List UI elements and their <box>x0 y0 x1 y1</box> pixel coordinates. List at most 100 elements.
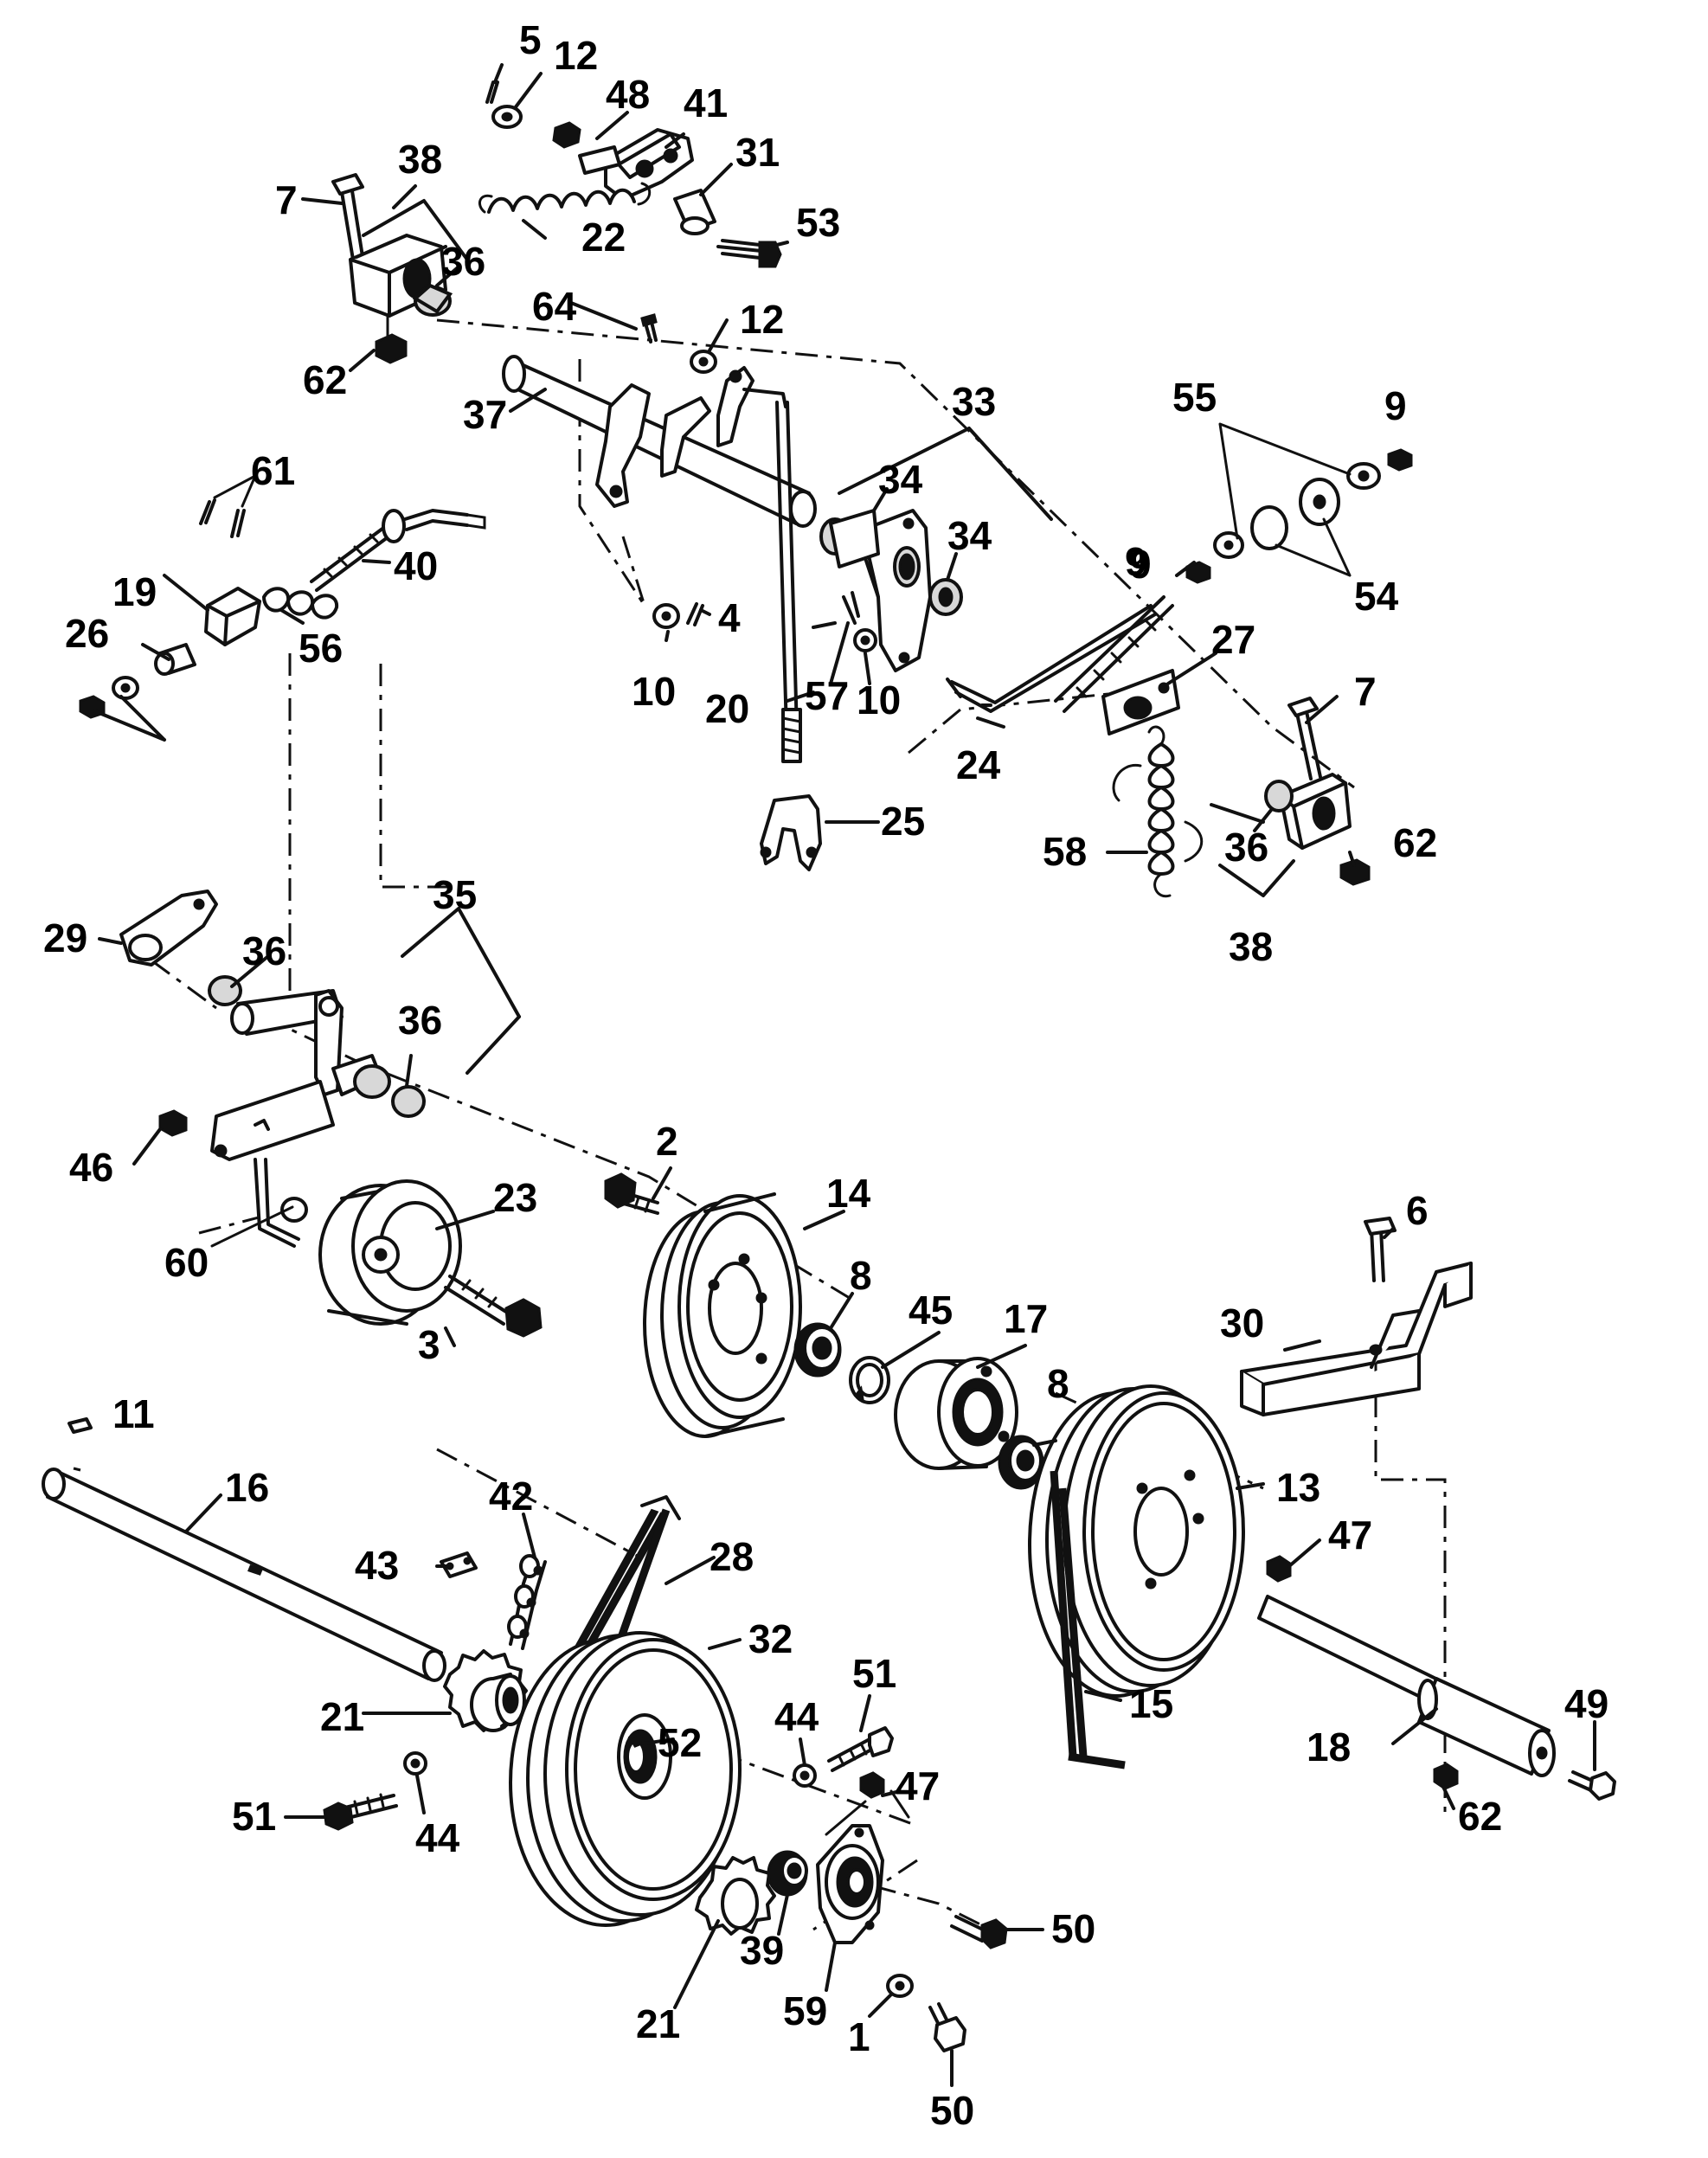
nut-46 <box>158 1109 188 1137</box>
callout-15: 15 <box>1129 1681 1173 1726</box>
callout-36: 36 <box>242 928 286 973</box>
callout-46: 46 <box>69 1145 113 1190</box>
left-hardware <box>79 474 704 719</box>
shaft-arm-37c <box>716 366 754 447</box>
callout-39: 39 <box>740 1928 784 1973</box>
idler-arm-35 <box>158 975 426 1248</box>
spring-58 <box>1112 725 1204 898</box>
callout-1: 1 <box>848 2014 870 2059</box>
nut-47-lower <box>825 1771 910 1836</box>
nut-9-mid <box>1185 561 1211 584</box>
callout-31: 31 <box>735 130 780 175</box>
upper-link-group <box>478 80 782 268</box>
callout-44: 44 <box>774 1694 819 1739</box>
callout-8: 8 <box>850 1253 872 1298</box>
rod-24 <box>946 604 1157 713</box>
callout-19: 19 <box>112 569 157 614</box>
bolt-6 <box>1370 1227 1385 1282</box>
callout-47: 47 <box>1328 1513 1372 1557</box>
callout-50: 50 <box>1051 1906 1095 1951</box>
nut-48 <box>552 121 581 149</box>
cotter-pin-5 <box>485 80 499 104</box>
pulley-32 <box>509 1631 742 1927</box>
pulley-13 <box>1028 1384 1245 1698</box>
callout-36: 36 <box>1224 825 1268 870</box>
callout-38: 38 <box>398 137 442 182</box>
pulley-14 <box>604 1172 802 1438</box>
callout-24: 24 <box>956 742 1001 787</box>
bracket-30 <box>1240 1217 1473 1416</box>
callout-45: 45 <box>909 1288 953 1333</box>
block-19 <box>204 587 261 646</box>
collar-39 <box>767 1850 808 1897</box>
callout-50: 50 <box>930 2088 974 2133</box>
callout-34: 34 <box>947 513 992 558</box>
callout-40: 40 <box>394 543 438 588</box>
idler-pulley-23 <box>318 1179 543 1338</box>
threaded-rod-40 <box>310 522 396 592</box>
shaft-18 <box>1257 1595 1556 1777</box>
plate-27 <box>1101 669 1180 735</box>
callout-20: 20 <box>705 686 749 731</box>
callout-53: 53 <box>796 200 840 245</box>
spring-56 <box>262 587 339 620</box>
callout-34: 34 <box>878 457 923 502</box>
callout-41: 41 <box>684 80 728 125</box>
clevis-25 <box>760 794 822 871</box>
callout-21: 21 <box>320 1694 364 1739</box>
callout-27: 27 <box>1211 617 1255 662</box>
bushing-54-b <box>1250 505 1288 550</box>
callout-4: 4 <box>718 595 741 640</box>
callout-33: 33 <box>952 379 996 424</box>
callout-52: 52 <box>658 1720 702 1765</box>
callout-43: 43 <box>355 1543 399 1588</box>
key-11 <box>67 1417 93 1434</box>
bolt-3 <box>444 1275 510 1326</box>
shaft-arm-37a <box>595 383 651 508</box>
spring-22 <box>487 188 636 214</box>
right-pivot-block-38 <box>1264 697 1371 886</box>
bushing-36-right <box>1264 780 1294 812</box>
callout-47: 47 <box>896 1763 940 1808</box>
washer-60 <box>280 1197 308 1223</box>
callout-64: 64 <box>532 284 577 329</box>
callout-44: 44 <box>415 1815 460 1860</box>
pin-41 <box>578 145 621 175</box>
shaft-arm-37b <box>660 396 711 478</box>
callout-55: 55 <box>1172 375 1217 420</box>
nut-62-right <box>1339 858 1371 886</box>
callout-12: 12 <box>554 33 598 78</box>
callout-12: 12 <box>740 297 784 342</box>
callout-23: 23 <box>493 1175 537 1220</box>
nut-47-right <box>1266 1555 1292 1583</box>
callout-9: 9 <box>1384 383 1407 428</box>
callout-9: 9 <box>1125 539 1147 584</box>
link-plate-29 <box>119 890 218 967</box>
callout-17: 17 <box>1004 1296 1048 1341</box>
rod-20-clevis-25 <box>742 388 822 871</box>
flange-bearing-59 <box>816 1824 884 1944</box>
bolt-50-b <box>928 2002 966 2052</box>
threaded-rod-9 <box>1054 595 1174 713</box>
belt-15 <box>1050 1470 1126 1769</box>
shaft-16 <box>42 1417 446 1682</box>
callout-6: 6 <box>1406 1188 1429 1233</box>
callout-3: 3 <box>418 1322 440 1367</box>
callout-56: 56 <box>299 626 343 671</box>
callout-13: 13 <box>1276 1465 1320 1510</box>
callout-22: 22 <box>581 215 626 260</box>
callout-29: 29 <box>43 915 87 960</box>
callout-7: 7 <box>1354 669 1377 714</box>
bearing-group <box>793 1322 1044 1490</box>
callout-7: 7 <box>275 177 298 222</box>
right-hardware <box>1185 422 1413 584</box>
callout-51: 51 <box>232 1794 276 1839</box>
callout-36: 36 <box>441 239 485 284</box>
callout-5: 5 <box>519 17 542 62</box>
callout-26: 26 <box>65 611 109 656</box>
bolt-49 <box>1568 1770 1616 1801</box>
bushing-36-arm-right <box>391 1085 426 1118</box>
bolt-51-right <box>793 1726 894 1788</box>
bolt-53 <box>716 239 763 260</box>
